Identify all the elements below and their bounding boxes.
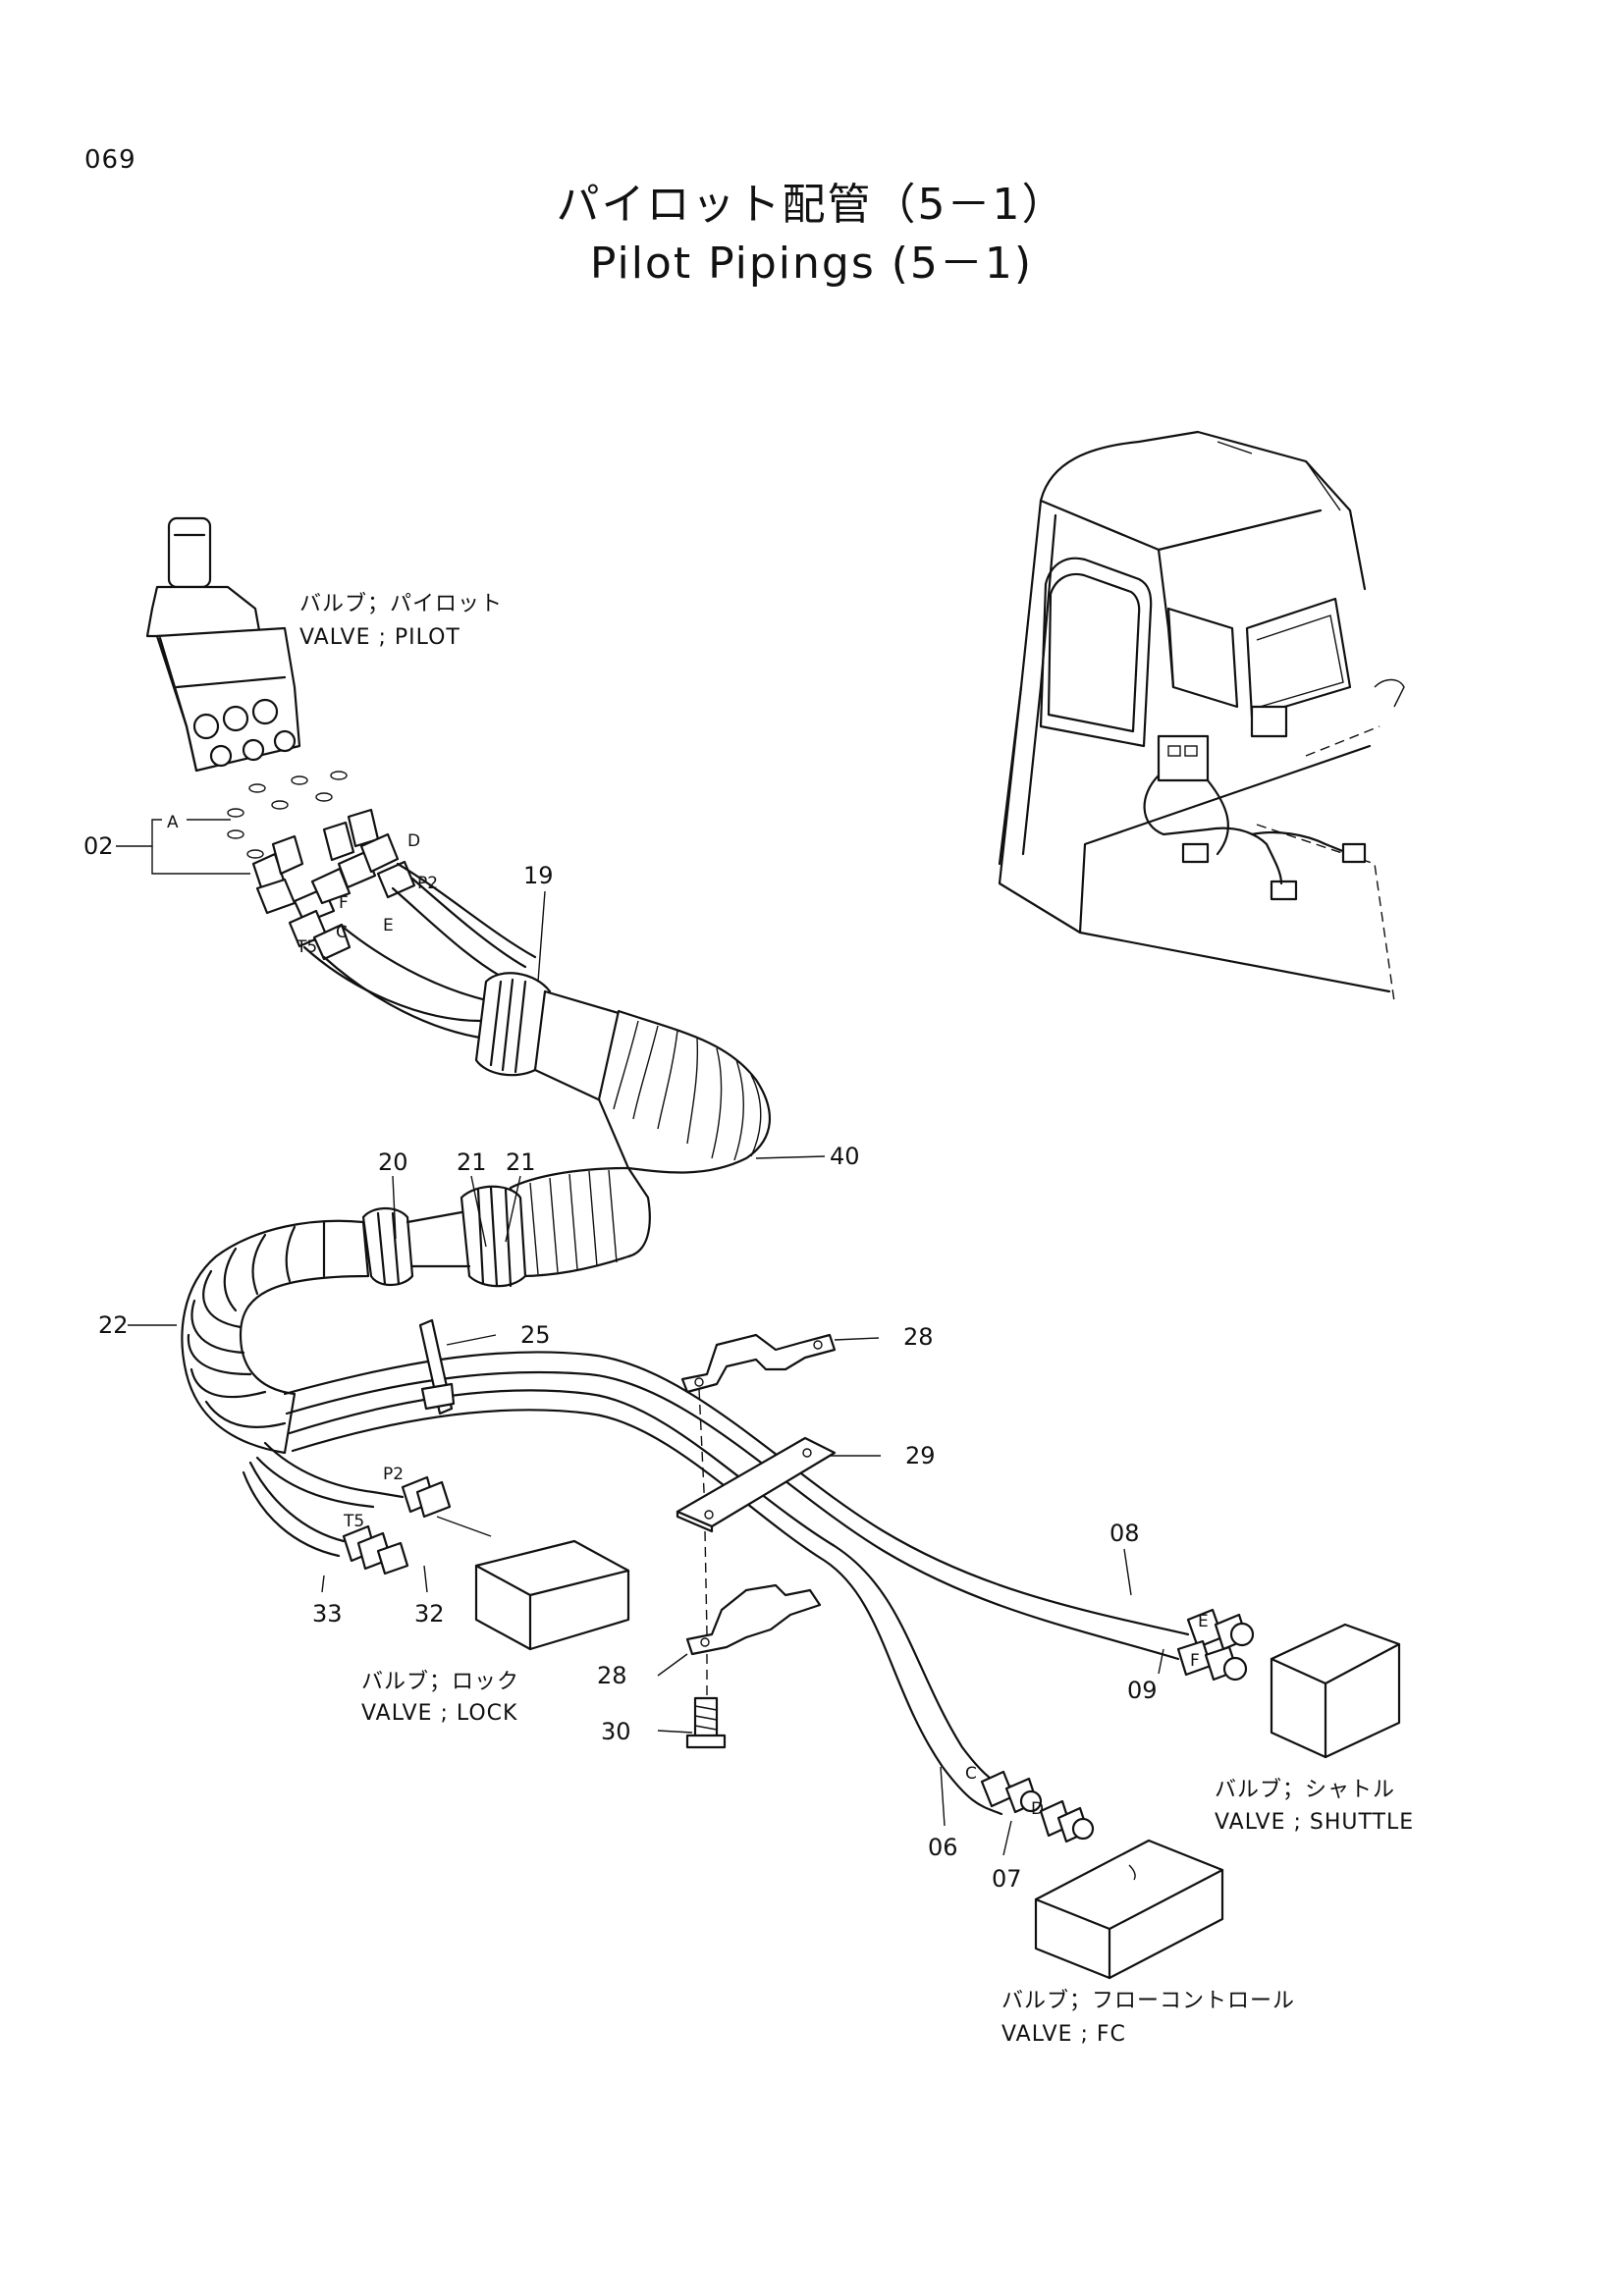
hose-protector-19-40 [474, 972, 772, 1278]
bolt-30 [685, 1696, 727, 1749]
port-label-f-right: F [1190, 1651, 1200, 1671]
callout-19: 19 [523, 862, 554, 889]
fc-valve-label-en: VALVE ; FC [1001, 2022, 1126, 2047]
callout-21-right: 21 [506, 1148, 536, 1176]
port-label-c-right: C [965, 1764, 977, 1784]
cable-tie-25 [418, 1318, 456, 1415]
callout-06: 06 [928, 1834, 958, 1861]
hose-clamp-28-upper [680, 1333, 837, 1513]
fc-valve-label-jp: バルブ；フローコントロール [1001, 1989, 1295, 2013]
port-label-t5-top: T5 [296, 937, 317, 957]
pilot-hoses-lower [242, 1351, 1190, 1816]
callout-28-lower: 28 [597, 1662, 627, 1689]
port-label-d-right: D [1031, 1799, 1044, 1819]
port-label-t5-lower: T5 [343, 1512, 364, 1531]
callout-40: 40 [830, 1143, 860, 1170]
hose-clamp-28-lower [685, 1530, 822, 1698]
callout-02: 02 [83, 832, 114, 860]
port-label-c-top: C [336, 923, 348, 942]
pilot-valve-label-en: VALVE ; PILOT [299, 625, 460, 650]
callout-28-upper: 28 [903, 1323, 934, 1351]
fc-valve-box [1034, 1839, 1224, 1980]
spiral-wrap-22 [181, 1219, 370, 1455]
adapter-fittings-02 [251, 808, 416, 961]
title-japanese: パイロット配管（5－1） [556, 180, 1067, 230]
lock-valve-fittings [342, 1475, 452, 1575]
title-english: Pilot Pipings (5－1) [589, 239, 1034, 289]
callout-09: 09 [1127, 1677, 1158, 1704]
lock-valve-label-jp: バルブ；ロック [361, 1670, 519, 1694]
support-plate-29 [676, 1436, 837, 1533]
callout-33: 33 [312, 1600, 343, 1628]
pilot-hoses-upper [302, 862, 537, 1041]
shuttle-valve-box [1270, 1623, 1401, 1759]
callout-22: 22 [98, 1311, 129, 1339]
pilot-valve-label-jp: バルブ；パイロット [299, 592, 503, 616]
callout-25: 25 [520, 1321, 551, 1349]
callout-07: 07 [992, 1865, 1022, 1893]
port-label-d-top: D [407, 831, 420, 851]
shuttle-valve-fittings [1176, 1608, 1255, 1682]
callout-20: 20 [378, 1148, 408, 1176]
callout-leaders [116, 819, 1164, 1856]
lock-valve-box [436, 1516, 630, 1651]
port-label-p2-top: P2 [417, 874, 438, 893]
port-label-a: A [167, 813, 179, 832]
shuttle-valve-label-en: VALVE ; SHUTTLE [1215, 1810, 1414, 1835]
pilot-valve-illustration [145, 516, 348, 859]
lock-valve-label-en: VALVE ; LOCK [361, 1701, 517, 1726]
callout-32: 32 [414, 1600, 445, 1628]
shuttle-valve-label-jp: バルブ；シャトル [1215, 1778, 1395, 1802]
callout-08: 08 [1109, 1520, 1140, 1547]
fc-valve-fittings [980, 1770, 1095, 1843]
callout-29: 29 [905, 1442, 936, 1469]
page-number: 069 [84, 145, 136, 175]
callout-30: 30 [601, 1718, 631, 1745]
port-label-e-top: E [383, 916, 394, 935]
port-label-e-right: E [1198, 1612, 1209, 1631]
hose-clamps-20-21 [361, 1185, 527, 1288]
cab-inset-illustration [998, 430, 1405, 1002]
callout-21-left: 21 [457, 1148, 487, 1176]
port-label-p2-lower: P2 [383, 1465, 404, 1484]
port-label-f-top: F [339, 893, 349, 913]
